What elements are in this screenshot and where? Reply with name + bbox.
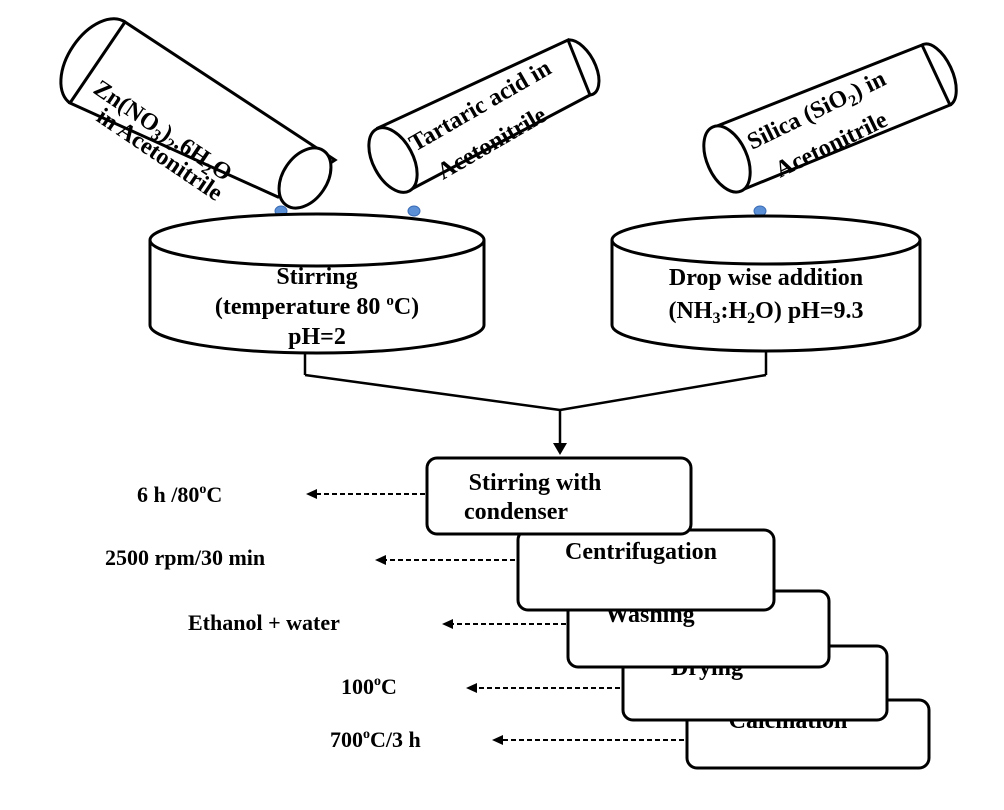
step-stirring-condenser: Stirring with condenser bbox=[425, 456, 693, 536]
beaker-right-line2: (NH3:H2O) pH=9.3 bbox=[668, 298, 863, 327]
tube-tartaric-acid: Tartaric acid in Acetonitrile bbox=[367, 37, 601, 194]
condition-row-5: 700oC/3 h bbox=[330, 727, 684, 752]
step-centrifugation: Centrifugation bbox=[516, 528, 776, 612]
condition-row-4: 100oC bbox=[341, 674, 620, 699]
merge-connector bbox=[303, 352, 768, 455]
arrow-head bbox=[466, 683, 477, 693]
condition-row-2: 2500 rpm/30 min bbox=[105, 545, 515, 570]
step-label: Centrifugation bbox=[565, 539, 717, 565]
step-label-line2: condenser bbox=[464, 499, 568, 525]
tube-zinc-nitrate: Zn(NO3)2.6H2O in Acetonitrile bbox=[59, 17, 338, 210]
condition-label: 100oC bbox=[341, 674, 397, 699]
condition-label: Ethanol + water bbox=[188, 610, 340, 635]
condition-row-1: 6 h /80oC bbox=[137, 482, 425, 507]
beaker-right-line1: Drop wise addition bbox=[669, 265, 863, 291]
condition-label: 700oC/3 h bbox=[330, 727, 421, 752]
condition-row-3: Ethanol + water bbox=[188, 610, 566, 635]
condition-label: 2500 rpm/30 min bbox=[105, 545, 265, 570]
condition-label: 6 h /80oC bbox=[137, 482, 222, 507]
beaker-stirring: Stirring (temperature 80 oC) pH=2 bbox=[148, 212, 486, 355]
beaker-left-line3: pH=2 bbox=[288, 324, 346, 350]
drop bbox=[407, 205, 421, 217]
arrow-head bbox=[375, 555, 386, 565]
drop bbox=[753, 205, 767, 217]
arrow-head bbox=[442, 619, 453, 629]
step-label-line1: Stirring with bbox=[469, 470, 602, 496]
arrow-head bbox=[306, 489, 317, 499]
tube-silica: Silica (SiO2) in Acetonitrile bbox=[702, 42, 958, 194]
beaker-left-line2: (temperature 80 oC) bbox=[215, 293, 419, 320]
beaker-left-line1: Stirring bbox=[276, 264, 357, 290]
arrow-head bbox=[492, 735, 503, 745]
beaker-drop-addition: Drop wise addition (NH3:H2O) pH=9.3 bbox=[610, 214, 922, 353]
